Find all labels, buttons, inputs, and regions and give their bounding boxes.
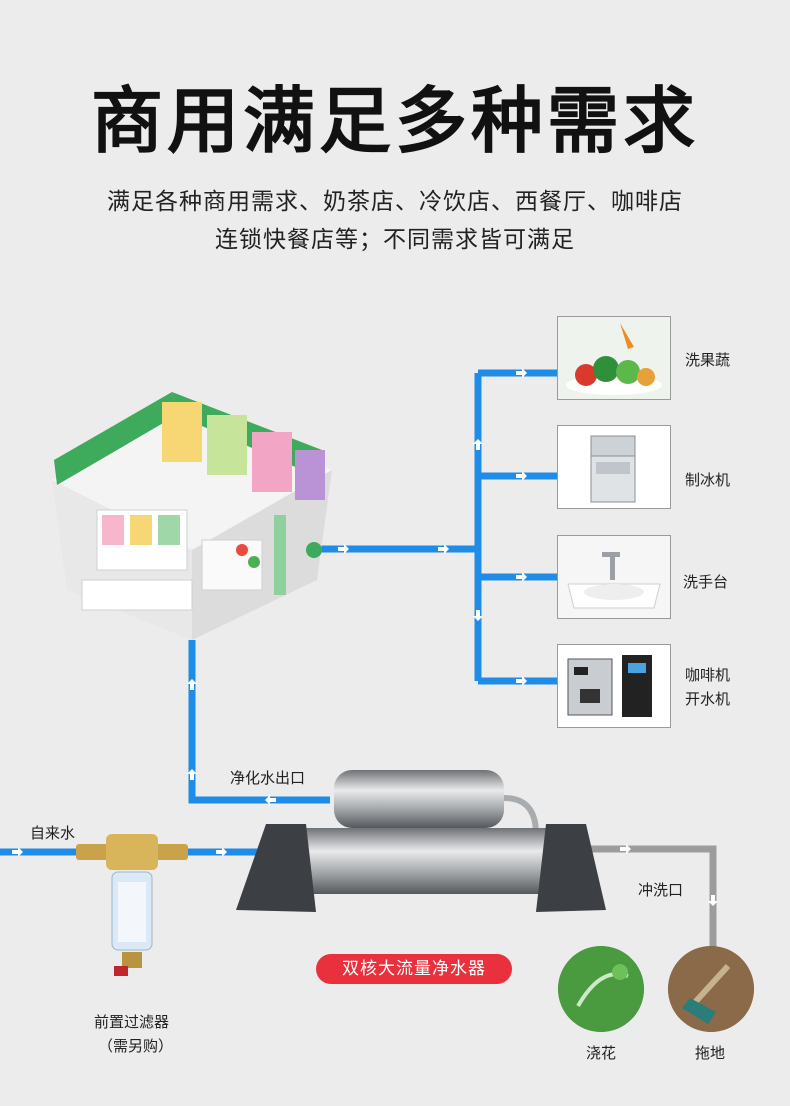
- purified-return-pipe: [188, 640, 330, 804]
- watering-image: [558, 946, 644, 1032]
- ice-machine-icon: [558, 426, 670, 508]
- prefilter-label: 前置过滤器: [94, 1013, 170, 1031]
- mop-icon: [668, 946, 754, 1032]
- subtitle-line-2: 连锁快餐店等；不同需求皆可满足: [215, 227, 575, 253]
- flow-arrows: [12, 368, 718, 906]
- subtitle-line-1: 满足各种商用需求、奶茶店、冷饮店、西餐厅、咖啡店: [107, 189, 683, 215]
- product-badge: 双核大流量净水器: [316, 954, 512, 984]
- outlet-card-vegetables: [557, 316, 671, 400]
- prefilter-note: （需另购）: [98, 1037, 174, 1055]
- tap-water-label: 自来水: [30, 824, 76, 842]
- purifier-illustration: [236, 770, 606, 912]
- outlet-card-coffee: [557, 644, 671, 728]
- flush-outlet-label: 冲洗口: [638, 881, 684, 899]
- outlet-card-ice: [557, 425, 671, 509]
- watering-can-icon: [558, 946, 644, 1032]
- outlet-label-ice: 制冰机: [685, 471, 731, 489]
- page-title: 商用满足多种需求: [90, 79, 699, 163]
- coffee-machine-icon: [558, 645, 670, 727]
- vegetables-icon: [558, 317, 670, 399]
- prefilter-illustration: [76, 834, 188, 976]
- shop-illustration: [52, 392, 332, 640]
- mopping-image: [668, 946, 754, 1032]
- outlet-card-sink: [557, 535, 671, 619]
- outlet-label-coffee: 咖啡机: [685, 666, 731, 684]
- outlet-label-vegetables: 洗果蔬: [685, 351, 731, 369]
- outlet-label-sink: 洗手台: [683, 573, 729, 591]
- sink-icon: [558, 536, 670, 618]
- outlet-label-kettle: 开水机: [685, 690, 731, 708]
- mopping-label: 拖地: [695, 1044, 726, 1062]
- purified-outlet-label: 净化水出口: [230, 769, 306, 787]
- watering-label: 浇花: [586, 1044, 617, 1062]
